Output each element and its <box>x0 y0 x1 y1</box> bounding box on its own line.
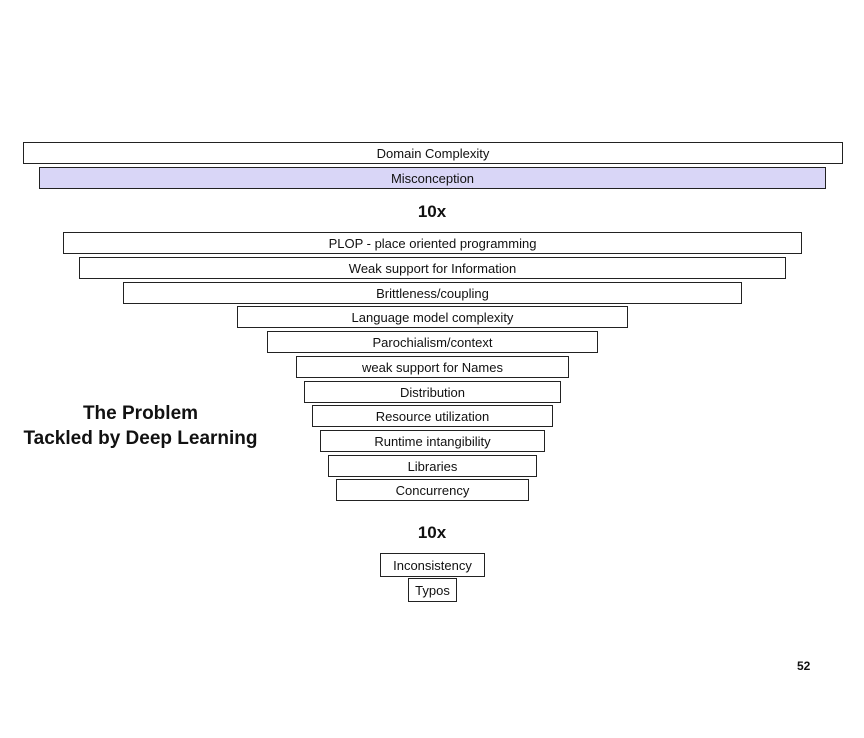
level-resource-utilization: Resource utilization <box>312 405 553 427</box>
level-runtime-intangibility: Runtime intangibility <box>320 430 545 452</box>
page-number: 52 <box>797 659 811 673</box>
level-parochialism-context: Parochialism/context <box>267 331 598 353</box>
level-brittleness-coupling: Brittleness/coupling <box>123 282 742 304</box>
heading-line-2: Tackled by Deep Learning <box>23 428 258 449</box>
level-typos: Typos <box>408 578 457 602</box>
level-plop: PLOP - place oriented programming <box>63 232 802 254</box>
level-distribution: Distribution <box>304 381 561 403</box>
level-weak-support-names: weak support for Names <box>296 356 569 378</box>
multiplier-top: 10x <box>417 202 447 221</box>
multiplier-bottom: 10x <box>417 523 447 542</box>
level-libraries: Libraries <box>328 455 537 477</box>
level-language-model-complexity: Language model complexity <box>237 306 628 328</box>
level-weak-support-information: Weak support for Information <box>79 257 786 279</box>
level-domain-complexity: Domain Complexity <box>23 142 843 164</box>
heading-line-1: The Problem <box>82 403 199 424</box>
level-misconception: Misconception <box>39 167 826 189</box>
level-inconsistency: Inconsistency <box>380 553 485 577</box>
level-concurrency: Concurrency <box>336 479 529 501</box>
slide-heading: The Problem Tackled by Deep Learning <box>8 401 273 451</box>
